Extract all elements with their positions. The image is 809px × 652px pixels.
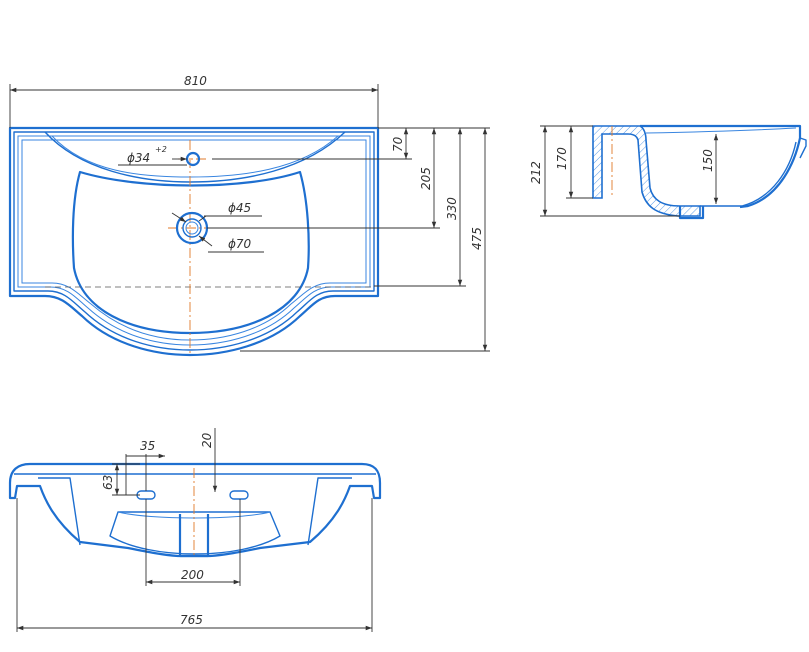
front-slot-right [229,490,249,500]
side-rim-right-inner [700,141,797,207]
label-150: 150 [701,149,715,172]
label-212: 212 [529,161,543,184]
front-bowl-bottom [109,511,281,555]
label-20: 20 [200,432,214,448]
front-view [8,462,382,558]
drain-inner [182,218,202,238]
label-765: 765 [180,613,203,627]
side-section-view [592,124,807,220]
label-63: 63 [101,475,115,490]
side-dims: 212 170 150 [529,125,719,217]
hole-labels: ϕ34 +2 ϕ45 ϕ70 [118,145,264,253]
plan-bowl [71,170,310,335]
side-section-hatched [592,125,701,217]
plan-rim-contour-2 [17,135,371,346]
side-lip-right [799,137,807,159]
dim-right-stack: 70 205 330 475 [207,127,490,352]
drain-core [185,221,199,235]
side-drain-stub [678,206,705,220]
label-475: 475 [470,227,484,250]
plan-outer-contour [8,126,380,357]
label-phi45: ϕ45 [228,201,251,215]
front-drain [178,514,210,558]
label-170: 170 [555,147,569,170]
label-205: 205 [419,167,433,190]
label-35: 35 [140,439,155,453]
dim-810: 810 [9,74,379,128]
label-phi34: ϕ34 [127,151,150,165]
label-70: 70 [391,136,405,152]
plan-view [8,126,380,357]
plan-back-ledge-inner [51,135,339,178]
side-rim-right [640,124,802,209]
front-dims: 35 20 63 200 765 [16,428,373,632]
label-phi70: ϕ70 [228,237,252,251]
plan-rim-contour-1 [13,131,375,351]
label-200: 200 [181,568,204,582]
label-phi34-tol: +2 [155,145,167,154]
label-330: 330 [445,197,459,220]
side-rim-right-thin [645,127,797,134]
front-right-inner [307,477,352,546]
front-left-inner [38,477,81,546]
front-bowl-inner [117,511,271,519]
label-810: 810 [184,74,207,88]
front-outer-contour [8,462,382,558]
